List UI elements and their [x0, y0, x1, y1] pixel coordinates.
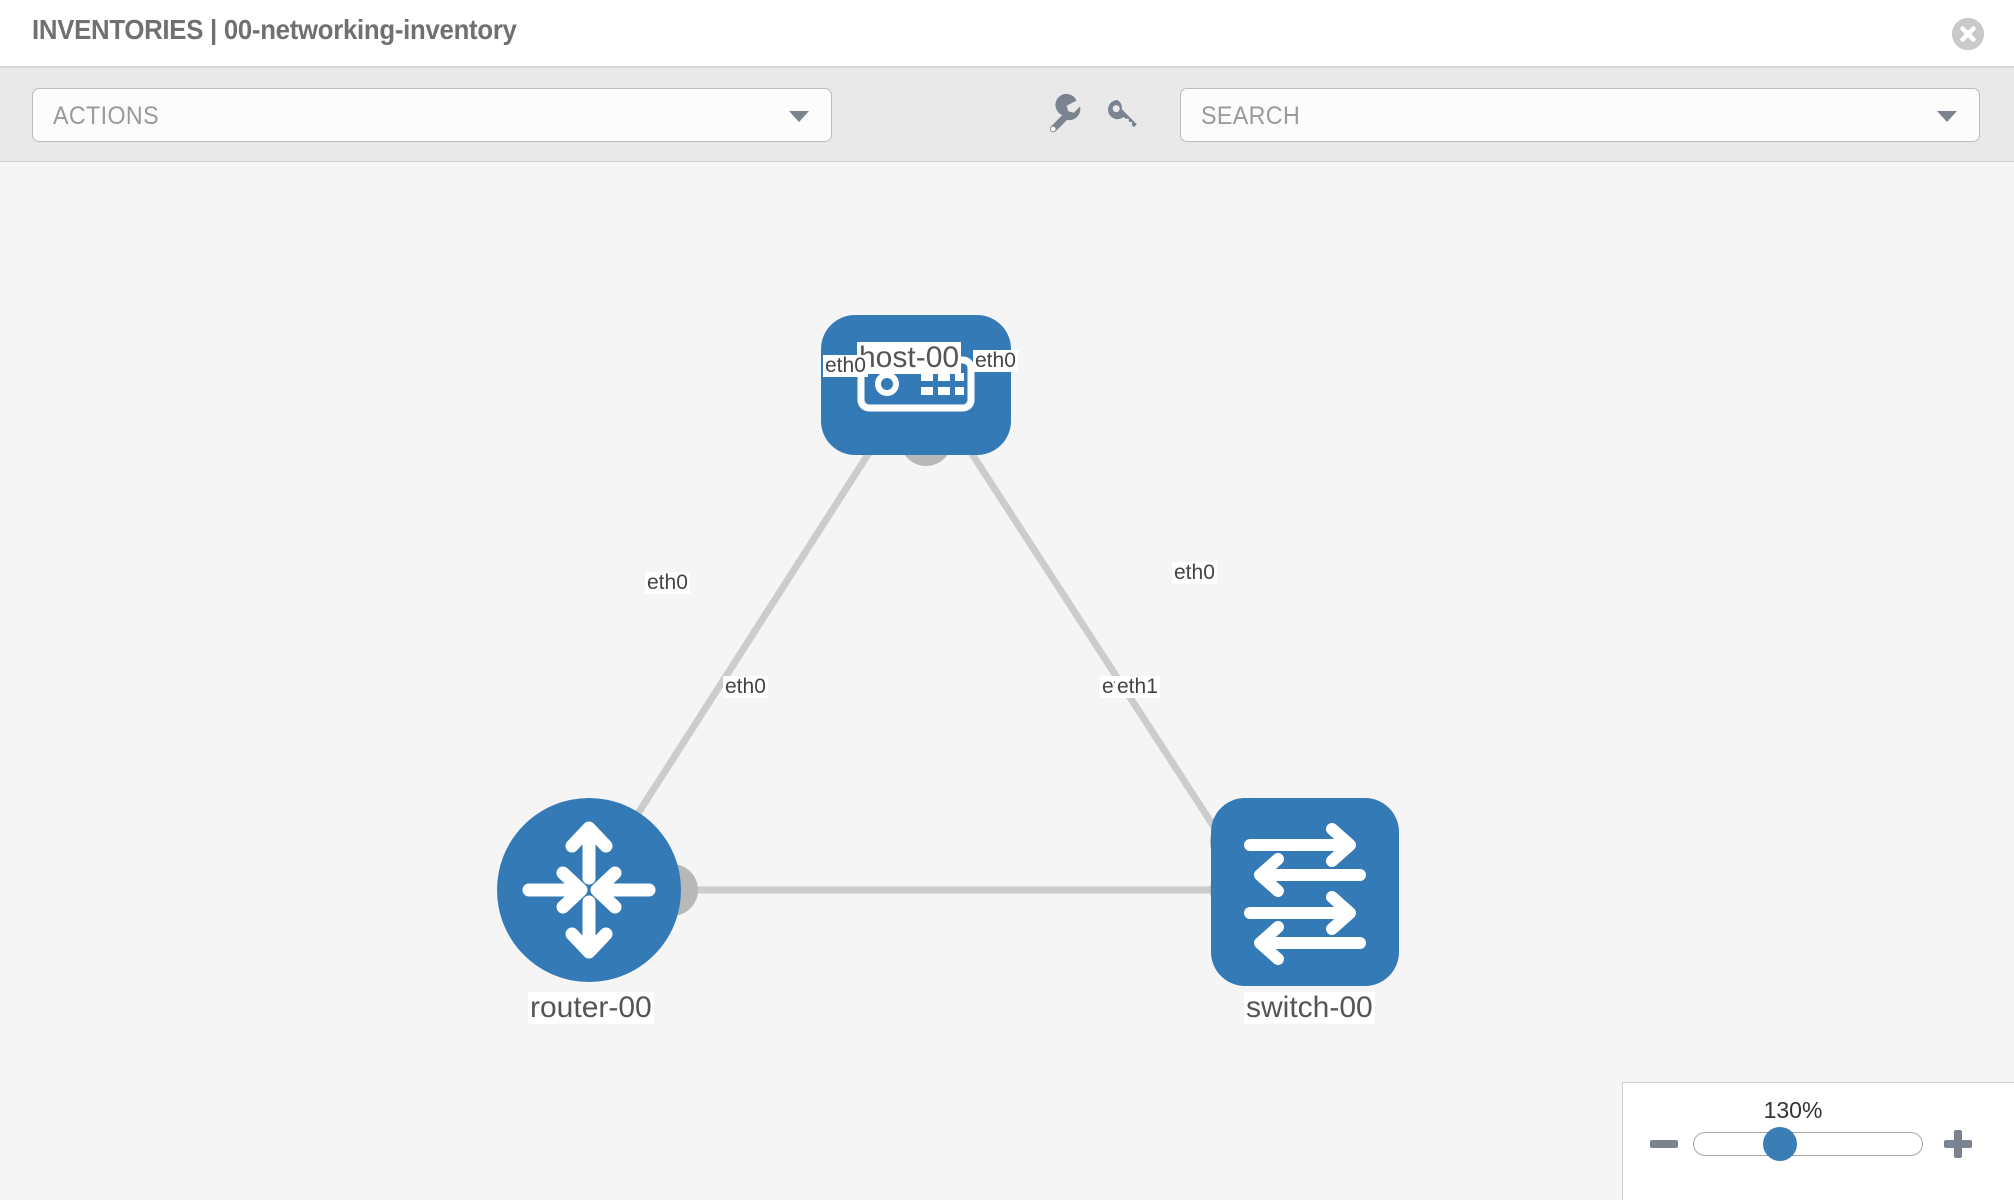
- node-router-00[interactable]: [497, 798, 681, 982]
- topology-links: [586, 418, 1303, 894]
- wrench-button[interactable]: [1040, 92, 1086, 138]
- interface-label: eth0: [823, 354, 868, 378]
- node-label-host: host-00: [857, 341, 962, 374]
- interface-label: eth0: [973, 349, 1018, 373]
- close-circle-icon: [1952, 18, 1984, 50]
- zoom-out-button[interactable]: [1647, 1127, 1681, 1161]
- zoom-control-panel: 130%: [1622, 1082, 2014, 1200]
- node-label-router: router-00: [528, 991, 654, 1024]
- interface-label: eth0: [723, 675, 768, 699]
- switch-arrows-icon: [1244, 823, 1366, 965]
- interface-label: eth0: [645, 571, 690, 595]
- link-host-switch: [947, 418, 1258, 892]
- minus-icon: [1650, 1140, 1678, 1148]
- router-four-arrows-icon: [522, 821, 656, 959]
- search-input[interactable]: SEARCH: [1180, 88, 1980, 142]
- zoom-in-button[interactable]: [1941, 1127, 1975, 1161]
- actions-dropdown[interactable]: ACTIONS: [32, 88, 832, 142]
- zoom-level-label: 130%: [1763, 1097, 1823, 1123]
- actions-dropdown-label: ACTIONS: [53, 102, 159, 130]
- topology-graph: [497, 315, 1399, 986]
- search-placeholder: SEARCH: [1201, 102, 1301, 130]
- plus-icon: [1944, 1130, 1972, 1158]
- link-router-host: [586, 418, 893, 892]
- chevron-down-icon: [1937, 111, 1957, 122]
- page-title: INVENTORIES | 00-networking-inventory: [32, 14, 517, 45]
- key-icon: [1107, 100, 1137, 128]
- interface-label: eth1: [1115, 675, 1160, 699]
- chevron-down-icon: [789, 111, 809, 122]
- toolbar: ACTIONS SEARCH: [0, 68, 2014, 162]
- node-host-00[interactable]: [821, 315, 1011, 455]
- wrench-icon: [1049, 93, 1081, 133]
- page-header: INVENTORIES | 00-networking-inventory: [0, 0, 2014, 68]
- interface-label: eth0: [1172, 561, 1217, 585]
- node-switch-00[interactable]: [1211, 798, 1399, 986]
- zoom-slider-thumb[interactable]: [1763, 1127, 1797, 1161]
- topology-connectors: [646, 414, 1262, 916]
- node-label-switch: switch-00: [1244, 991, 1375, 1024]
- close-button[interactable]: [1952, 18, 1984, 50]
- zoom-slider-track[interactable]: [1693, 1132, 1923, 1156]
- topology-canvas[interactable]: host-00 router-00 switch-00 eth0 eth0 et…: [0, 162, 2014, 1200]
- key-button[interactable]: [1100, 92, 1146, 138]
